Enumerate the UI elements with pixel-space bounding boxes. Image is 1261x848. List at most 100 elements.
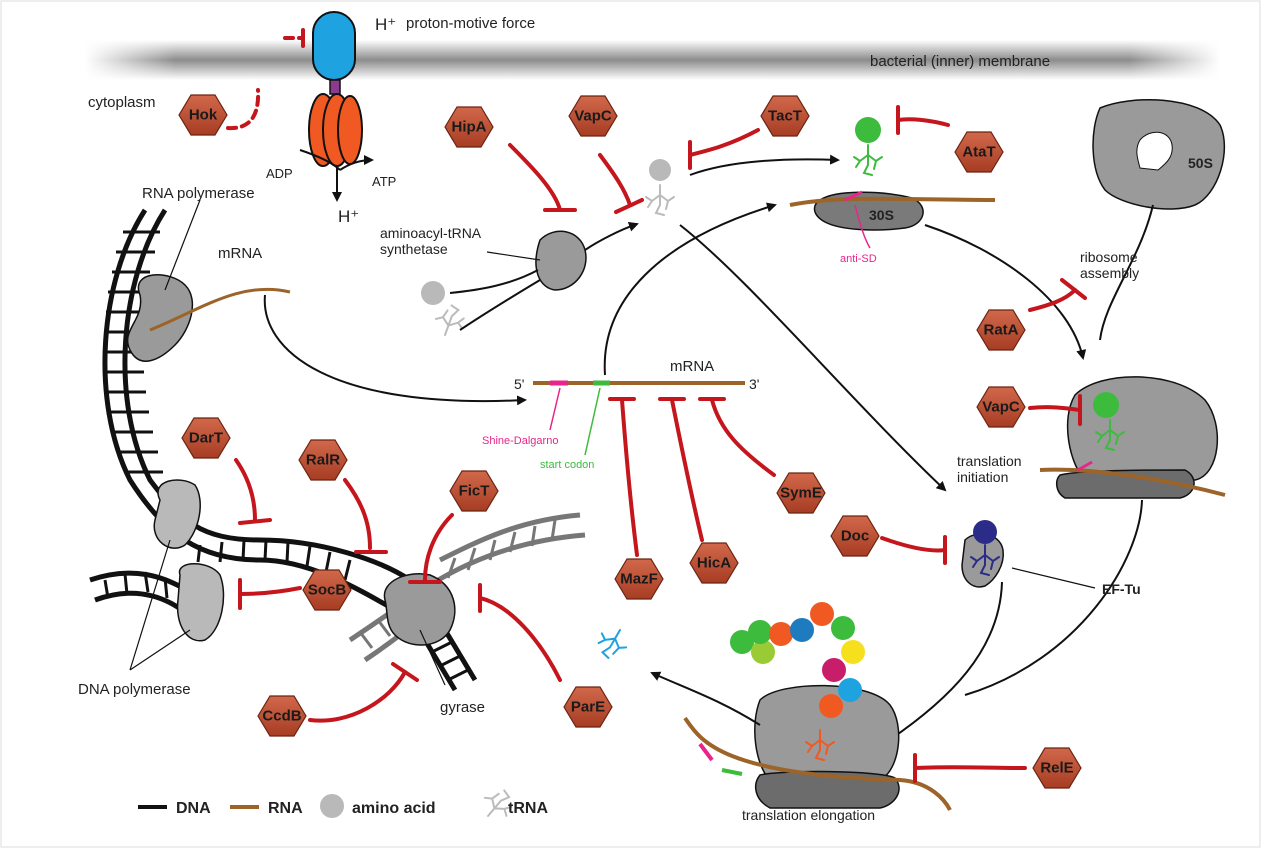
proton-top-label: H⁺: [375, 15, 396, 34]
aars-label-text: aminoacyl-tRNA: [380, 225, 482, 241]
trna-free-icon: [430, 301, 470, 341]
30s-subunit-icon: [813, 191, 924, 231]
toxin-ccdb-label: CcdB: [262, 708, 301, 725]
toxin-rata: RatA: [976, 309, 1026, 351]
ribosome-assembly-text: ribosome: [1080, 249, 1138, 265]
toxin-ralr: RalR: [298, 439, 348, 481]
trna-to-aars-line: [459, 279, 541, 331]
gyrase-icon: [383, 573, 456, 646]
50s-to-70s-line: [1099, 204, 1154, 341]
membrane: [85, 40, 1220, 80]
adp-label: ADP: [266, 166, 293, 181]
toxin-rata-label: RatA: [983, 322, 1018, 339]
aars-to-charged-trna-arrow: [584, 221, 639, 251]
sd-label: Shine-Dalgarno: [482, 435, 558, 447]
toxin-pare: ParE: [563, 686, 613, 728]
three-prime-label: 3': [749, 376, 759, 392]
toxin-vapc-2-label: VapC: [982, 399, 1020, 416]
toxin-atat-label: AtaT: [962, 144, 995, 161]
elongation-sd-mark: [698, 742, 714, 762]
legend-amino-acid-swatch: [320, 794, 344, 818]
toxin-pare-label: ParE: [571, 699, 605, 716]
toxin-hok-label: Hok: [189, 107, 218, 124]
toxin-rele: RelE: [1032, 747, 1082, 789]
legend-amino-acid-label: amino acid: [352, 800, 436, 817]
toxin-atat: AtaT: [954, 131, 1004, 173]
elongation-mrna-strand: [683, 716, 952, 811]
start-codon-label: start codon: [540, 459, 594, 471]
to-70s-arrow: [924, 224, 1087, 360]
legend-rna-label: RNA: [268, 800, 303, 817]
membrane-label: bacterial (inner) membrane: [870, 53, 1050, 70]
transcription-arrow: [263, 294, 527, 406]
legend: DNA RNA amino acid tRNA: [138, 783, 548, 826]
five-prime-label: 5': [514, 376, 524, 392]
mrna-left-label: mRNA: [218, 245, 262, 262]
ef-tu-label: EF-Tu: [1102, 581, 1141, 597]
amino-acid-free-icon: [421, 281, 445, 305]
rna-polymerase-icon: [127, 274, 194, 362]
30s-mrna-strand: [789, 196, 996, 207]
initiator-amino-acid-icon: [855, 117, 881, 143]
aars-pointer: [486, 251, 541, 261]
toxin-syme-label: SymE: [780, 485, 822, 502]
toxin-vapc-1: VapC: [568, 95, 618, 137]
70s-initiator-aa-icon: [1093, 392, 1119, 418]
pmf-label: proton-motive force: [406, 15, 535, 32]
sd-pointer: [549, 387, 561, 431]
ef-tu-amino-acid-icon: [973, 520, 997, 544]
toxin-dart-label: DarT: [189, 430, 223, 447]
toxin-dart: DarT: [181, 417, 231, 459]
hok-dashed-line: [226, 88, 261, 131]
inhibition-lines: [234, 105, 1087, 783]
proton-bottom-label: H⁺: [338, 207, 359, 226]
toxin-hica: HicA: [689, 542, 739, 584]
initiator-trna-icon: [853, 144, 883, 176]
toxin-mazf-label: MazF: [620, 571, 658, 588]
toxin-syme: SymE: [776, 472, 826, 514]
charged-trna-icon: [645, 184, 675, 216]
mrna-left-strand: [149, 287, 291, 332]
released-trna-icon: [591, 622, 634, 664]
toxin-mazf: MazF: [614, 558, 664, 600]
30s-label: 30S: [869, 207, 894, 223]
dna-polymerase-label: DNA polymerase: [78, 681, 191, 698]
translation-initiation-text-line-2: initiation: [957, 469, 1008, 485]
cytoplasm-label: cytoplasm: [88, 94, 156, 111]
toxin-hipa: HipA: [444, 106, 494, 148]
ef-tu-pointer: [1011, 567, 1096, 589]
charged-trna-amino-acid-icon: [649, 159, 671, 181]
initiation-to-elongation-line: [964, 499, 1143, 696]
ribosome-assembly-text-line-2: assembly: [1080, 265, 1139, 281]
toxin-doc-label: Doc: [841, 528, 869, 545]
toxin-tact: TacT: [760, 95, 810, 137]
gyrase-label: gyrase: [440, 699, 485, 716]
gyrase-pointer: [419, 629, 446, 686]
toxin-socb: SocB: [302, 569, 352, 611]
30s-sd-mark: [844, 190, 863, 202]
elongation-ribosome-icon: [754, 684, 900, 781]
legend-dna-label: DNA: [176, 800, 211, 817]
aminoacyl-trna-synthetase-icon: [535, 230, 587, 291]
dna-polymerase-1-icon: [153, 479, 201, 549]
aa-to-aars-line: [449, 269, 539, 294]
toxin-hok: Hok: [178, 94, 228, 136]
legend-trna-label: tRNA: [508, 800, 548, 817]
50s-cleft: [1136, 131, 1173, 171]
dna-polymerase-2-icon: [176, 563, 225, 642]
toxin-tact-label: TacT: [768, 108, 802, 125]
70s-sd-mark: [1077, 460, 1093, 472]
trna-release-arrow: [650, 671, 761, 726]
atp-label: ATP: [372, 174, 396, 189]
toxin-vapc-2: VapC: [976, 386, 1026, 428]
toxin-socb-label: SocB: [308, 582, 347, 599]
toxin-rele-label: RelE: [1040, 760, 1073, 777]
aars-label-text-line-2: synthetase: [380, 241, 448, 257]
rna-polymerase-pointer: [164, 199, 201, 291]
rna-polymerase-label: RNA polymerase: [142, 185, 255, 202]
toxin-hipa-label: HipA: [452, 119, 487, 136]
